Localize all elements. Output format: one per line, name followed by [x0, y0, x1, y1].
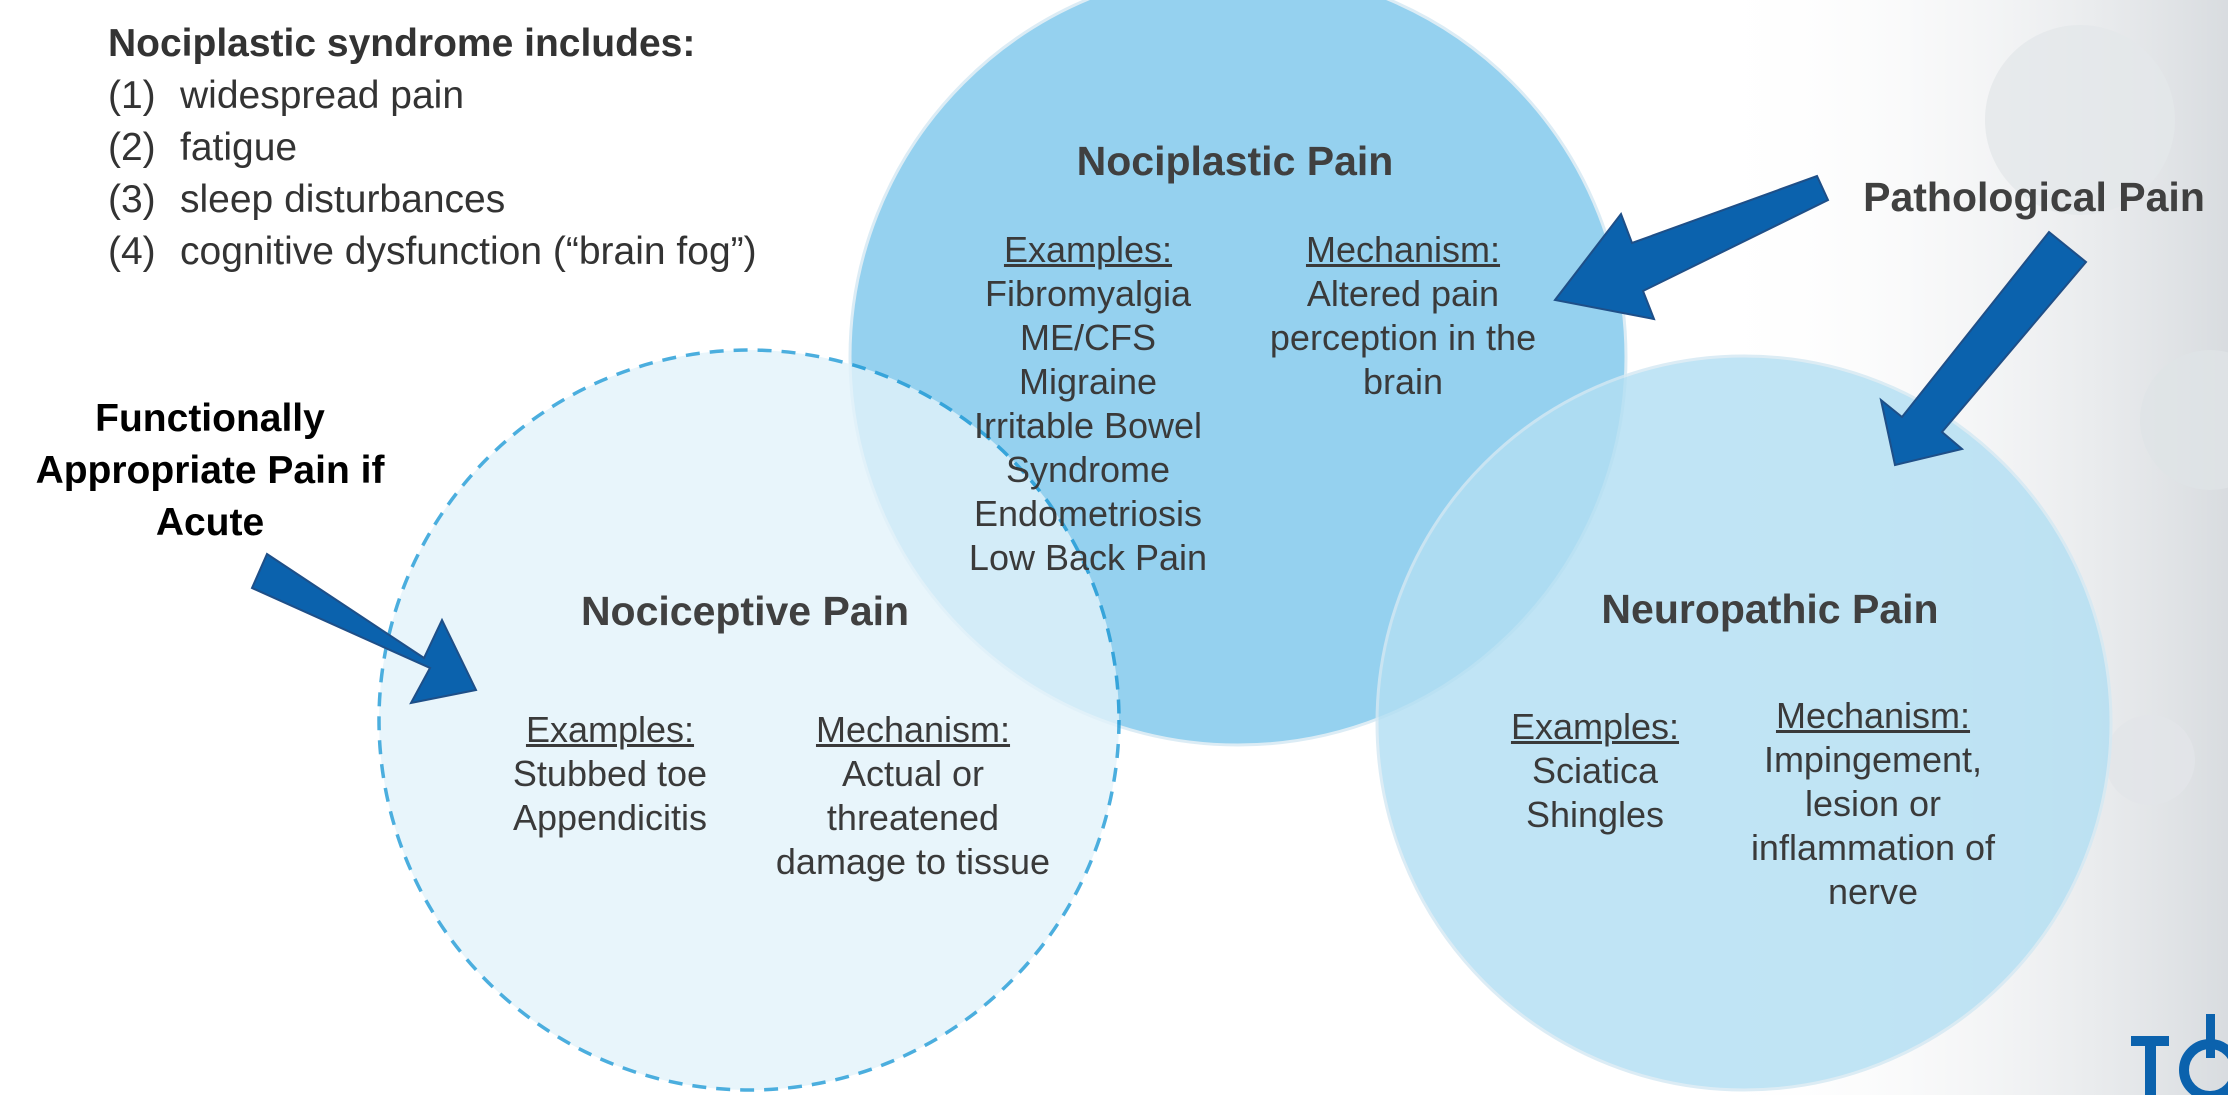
mechanism-line: brain — [1362, 361, 1444, 402]
mechanism-line: perception in the — [1269, 317, 1537, 358]
mechanism-line: Impingement, — [1763, 739, 1983, 780]
nociceptive-examples: Examples: Stubbed toe Appendicitis — [460, 708, 760, 840]
example-item: Stubbed toe — [512, 753, 708, 794]
nociplastic-title: Nociplastic Pain — [1076, 138, 1394, 184]
mechanism-line: Actual or — [841, 753, 985, 794]
example-item: Endometriosis — [973, 493, 1203, 534]
mechanism-label: Mechanism: — [1775, 695, 1971, 736]
list-item: (2)fatigue — [108, 126, 298, 169]
neuropathic-mechanism: Mechanism: Impingement, lesion or inflam… — [1723, 694, 2023, 914]
mechanism-line: nerve — [1827, 871, 1919, 912]
example-item: Fibromyalgia — [984, 273, 1192, 314]
example-item: Low Back Pain — [968, 537, 1208, 578]
mechanism-line: inflammation of — [1750, 827, 1996, 868]
nociplastic-examples: Examples: Fibromyalgia ME/CFS Migraine I… — [938, 228, 1238, 580]
mechanism-label: Mechanism: — [1305, 229, 1501, 270]
example-item: ME/CFS — [1019, 317, 1156, 358]
neuropathic-title: Neuropathic Pain — [1601, 586, 1939, 632]
example-item: Appendicitis — [512, 797, 708, 838]
functional-pain-label: Functionally Appropriate Pain if Acute — [35, 397, 385, 544]
pathological-arrow-down-icon — [1879, 230, 2088, 467]
functional-arrow-icon — [250, 552, 478, 705]
nociceptive-circle — [377, 348, 1121, 1092]
example-item: Migraine — [1018, 361, 1158, 402]
example-item: Irritable Bowel — [973, 405, 1203, 446]
nociceptive-title: Nociceptive Pain — [580, 588, 910, 634]
list-item: (4)cognitive dysfunction (“brain fog”) — [108, 230, 757, 273]
mechanism-line: damage to tissue — [775, 841, 1051, 882]
syndrome-list: Nociplastic syndrome includes: (1)widesp… — [108, 18, 757, 278]
example-item: Sciatica — [1531, 750, 1659, 791]
nociceptive-mechanism: Mechanism: Actual or threatened damage t… — [763, 708, 1063, 884]
mechanism-line: lesion or — [1804, 783, 1942, 824]
neuropathic-examples: Examples: Sciatica Shingles — [1445, 705, 1745, 837]
pathological-pain-label: Pathological Pain — [1863, 174, 2205, 220]
example-item: Shingles — [1525, 794, 1665, 835]
logo-icon — [2131, 1014, 2228, 1095]
syndrome-heading: Nociplastic syndrome includes: — [108, 22, 696, 65]
examples-label: Examples: — [1510, 706, 1680, 747]
neuropathic-circle — [1375, 354, 2113, 1092]
list-item: (3)sleep disturbances — [108, 178, 506, 221]
list-item: (1)widespread pain — [108, 74, 465, 117]
mechanism-line: threatened — [826, 797, 1000, 838]
nociplastic-mechanism: Mechanism: Altered pain perception in th… — [1253, 228, 1553, 404]
mechanism-label: Mechanism: — [815, 709, 1011, 750]
pathological-arrow-left-icon — [1553, 174, 1830, 321]
examples-label: Examples: — [1003, 229, 1173, 270]
examples-label: Examples: — [525, 709, 695, 750]
example-item: Syndrome — [1005, 449, 1171, 490]
mechanism-line: Altered pain — [1306, 273, 1500, 314]
